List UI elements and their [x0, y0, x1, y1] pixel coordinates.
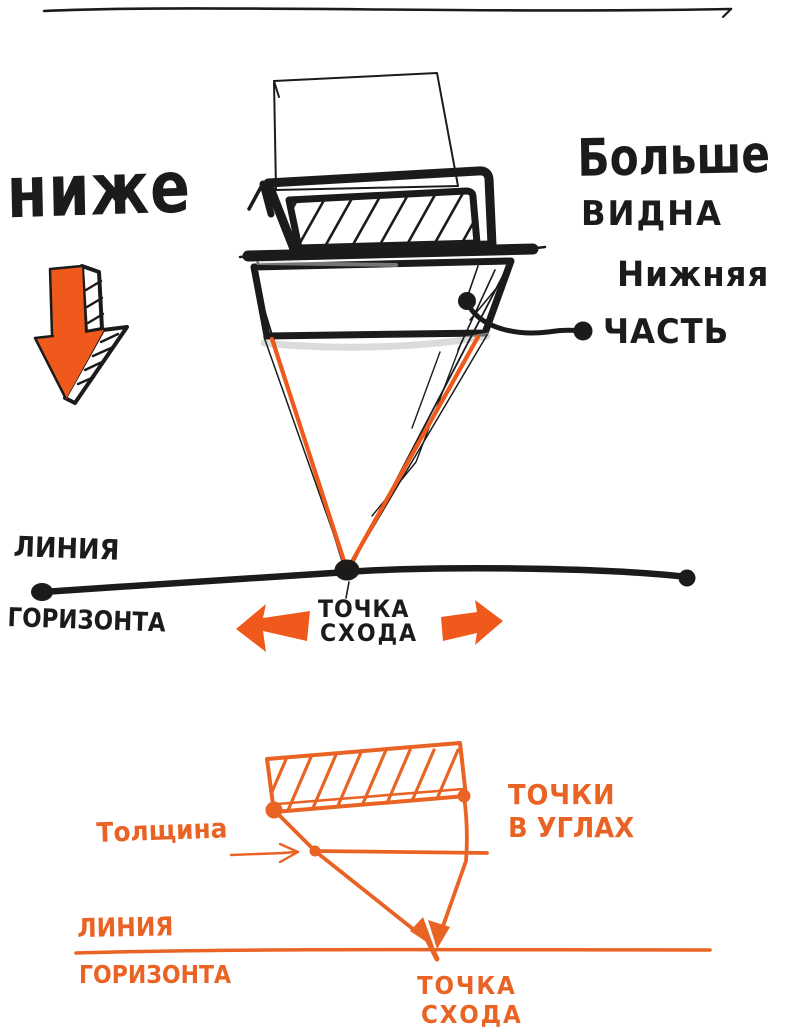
thickness-dot	[309, 845, 321, 857]
label-note-line2: ВИДНА	[581, 194, 723, 234]
horizon-endpoint-left-dot	[31, 583, 53, 601]
converging-line-left	[272, 808, 430, 943]
label-note-line3: Нижняя	[617, 255, 770, 295]
label-lower: ниже	[5, 146, 192, 236]
box-shadow	[260, 332, 491, 351]
horizon-endpoint-right-dot	[678, 569, 696, 587]
box-back-panel	[273, 72, 459, 191]
left-arrow-icon	[236, 604, 310, 652]
label-corners-line1: ТОЧКИ	[508, 778, 616, 811]
horizon-line-top	[31, 559, 696, 601]
label-horizon-bottom-line1: ЛИНИЯ	[76, 912, 174, 944]
label-horizon-top-line1: ЛИНИЯ	[12, 530, 120, 567]
vanishing-point-dot	[334, 559, 360, 581]
label-horizon-bottom-line2: ГОРИЗОНТА	[79, 960, 232, 989]
convergence-cone	[251, 263, 510, 570]
top-rule-line	[42, 7, 733, 19]
perspective-box-sketch	[238, 72, 547, 351]
converging-line-right	[435, 794, 469, 945]
label-corners-line2: В УГЛАХ	[508, 811, 635, 844]
thickness-pointer-icon	[229, 842, 300, 864]
label-note-line4: ЧАСТЬ	[603, 312, 730, 352]
box-hatching	[291, 192, 477, 248]
label-horizon-top-line2: ГОРИЗОНТА	[7, 603, 167, 639]
label-vanishing-top-line2: СХОДА	[320, 619, 418, 647]
label-thickness: Толщина	[95, 813, 228, 849]
orange-convergence-lines	[269, 334, 481, 570]
label-vanishing-top-line1: ТОЧКА	[318, 595, 410, 623]
box-outer-frame	[263, 166, 497, 254]
arrow-side-hatching	[76, 279, 120, 386]
right-arrow-icon	[441, 600, 503, 645]
bottom-diagram	[74, 741, 712, 962]
box-front-edge-bar	[242, 243, 539, 262]
label-vanishing-bottom-line2: СХОДА	[421, 1000, 523, 1029]
label-vanishing-bottom-line1: ТОЧКА	[417, 971, 517, 1000]
horizon-line-bottom	[74, 947, 712, 955]
thickness-edge-line	[313, 849, 489, 855]
arrowhead-right	[428, 920, 450, 949]
callout-end-dot	[573, 321, 593, 341]
down-arrow-icon	[33, 264, 129, 405]
label-note-line1: Больше	[576, 124, 771, 190]
callout-connector	[458, 292, 593, 341]
